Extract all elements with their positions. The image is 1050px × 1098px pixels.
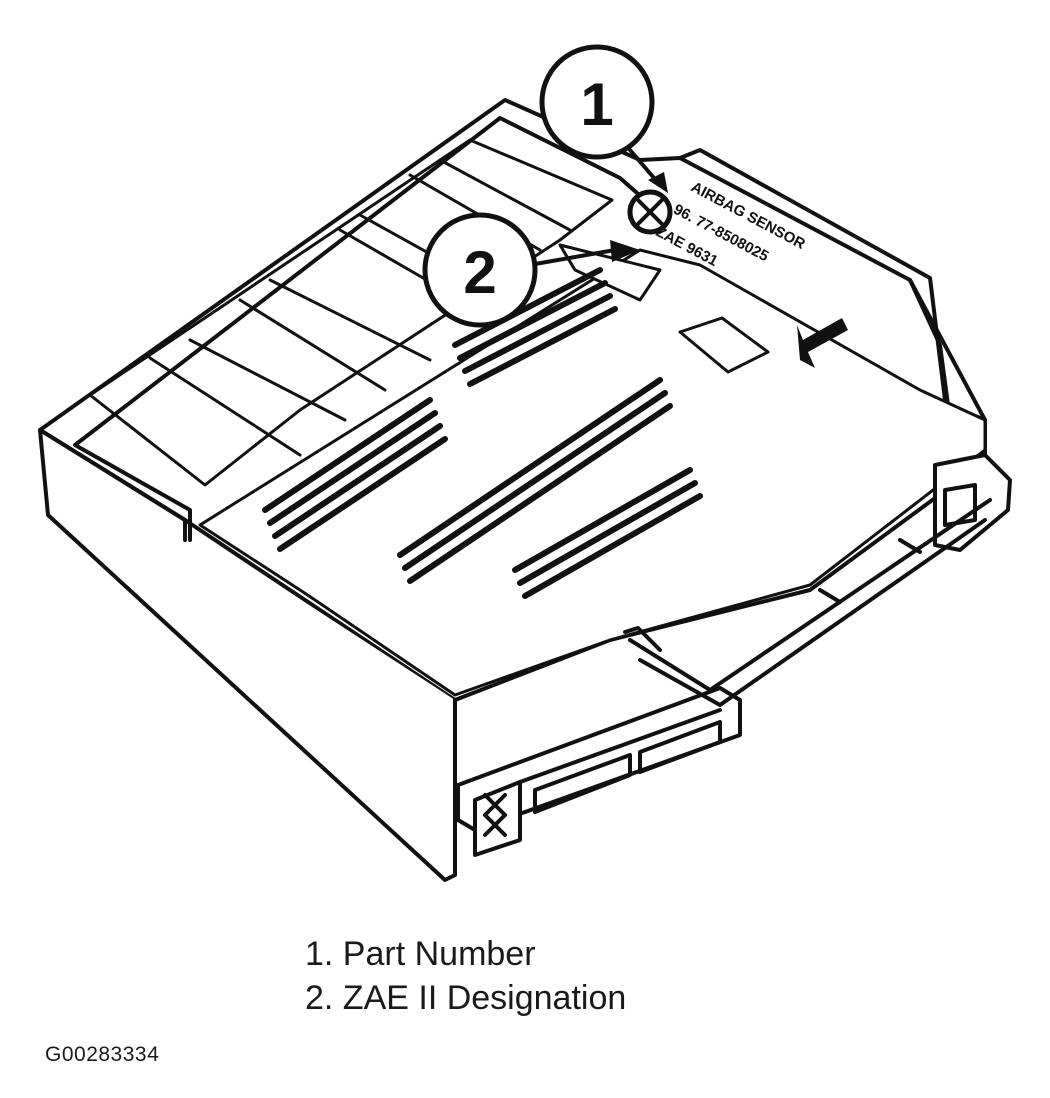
legend: 1. Part Number 2. ZAE II Designation — [305, 932, 626, 1020]
connector-assembly — [456, 453, 1012, 857]
callout-1-number: 1 — [580, 71, 613, 138]
barcode-group — [262, 267, 703, 599]
direction-arrow-icon — [797, 318, 848, 368]
callout-1 — [539, 44, 673, 235]
legend-item-zae-designation: 2. ZAE II Designation — [305, 979, 627, 1017]
legend-item-part-number: 1. Part Number — [305, 935, 536, 973]
figure-id: G00283334 — [45, 1043, 160, 1066]
callout-2-number: 2 — [463, 239, 496, 306]
top-label-sticker — [198, 243, 987, 697]
callout-2 — [422, 212, 640, 328]
airbag-sensor-module-illustration: 1 2 AIRBAG SENSOR 96. 77-8508025 ZAE 963… — [38, 44, 1012, 882]
